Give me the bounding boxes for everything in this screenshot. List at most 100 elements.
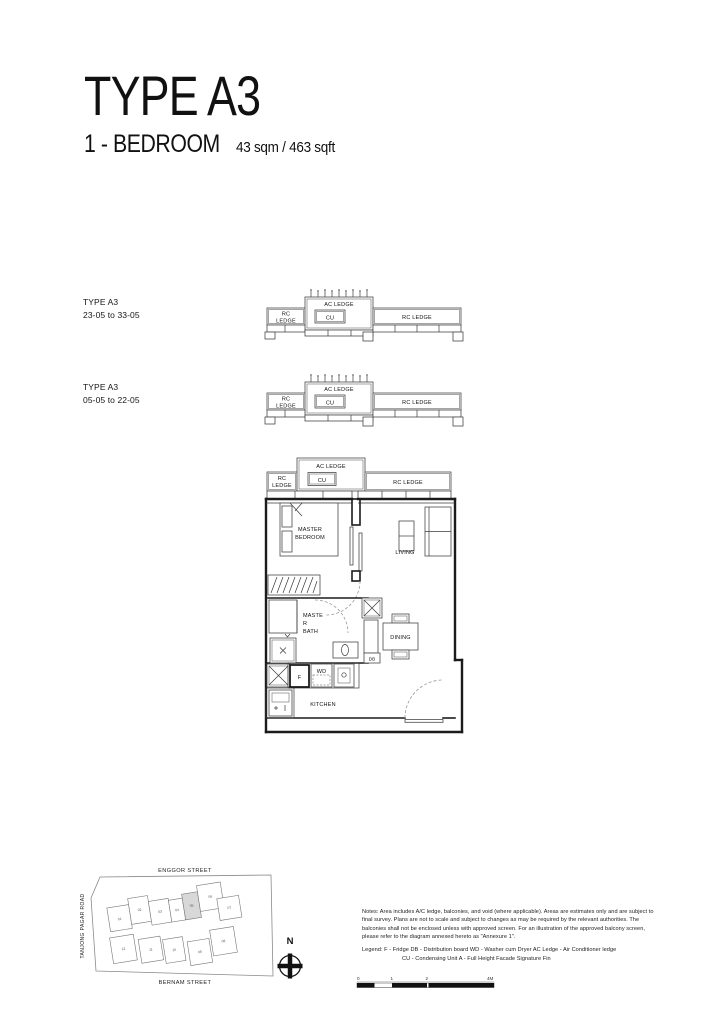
stack-unit (137, 935, 164, 964)
wd-label: WD (317, 669, 327, 675)
entry-door-leaf (404, 719, 444, 723)
pillow (281, 505, 293, 528)
section-diagram-2: RC LEDGE AC LEDGE CU RC LEDGE (264, 374, 464, 427)
scale-tick-1: 1 (391, 976, 394, 981)
toilet (332, 641, 359, 659)
stack-unit (216, 894, 243, 921)
fridge (289, 664, 310, 688)
section-diagram-1: RC LEDGE AC LEDGE CU RC LEDGE (264, 289, 464, 342)
section1-roof-ticks (310, 289, 368, 297)
master-bedroom-label-l2: BEDROOM (295, 535, 325, 541)
stack-number: 07 (227, 906, 231, 911)
street-bernam: BERNAM STREET (159, 980, 212, 986)
section-2-range: 05-05 to 22-05 (83, 395, 140, 405)
plan-ledges: RC LEDGE AC LEDGE CU RC LEDGE (266, 457, 452, 500)
living-label: LIVING (395, 550, 414, 556)
appliance-row: F WD (287, 662, 360, 689)
fridge-label: F (298, 675, 302, 681)
stack-number: 04 (175, 908, 179, 913)
street-enggor: ENGGOR STREET (158, 868, 212, 874)
plan-rc-ledge-right-label: RC LEDGE (393, 480, 423, 486)
section1-rc-ledge-left-l1: RC (282, 312, 290, 318)
plan-ac-ledge-label: AC LEDGE (316, 464, 346, 470)
legend-line-1: Legend: F - Fridge DB - Distribution boa… (362, 947, 617, 953)
plan-rc-ledge-left-l1: RC (278, 476, 286, 482)
section2-boxes: RC LEDGE AC LEDGE CU RC LEDGE (266, 381, 462, 416)
bedroom-partition (325, 498, 363, 616)
section-1-range: 23-05 to 33-05 (83, 310, 140, 320)
section1-base-band (264, 324, 464, 342)
master-bath-label-l2: R (303, 621, 307, 627)
kitchen-sink (268, 689, 293, 717)
appliance (333, 663, 355, 688)
stack-number: 02 (137, 908, 141, 913)
plan-cu-label: CU (318, 478, 326, 484)
dining-chair (391, 649, 410, 660)
section2-ac-ledge-label: AC LEDGE (324, 387, 354, 393)
street-tanjong-pagar: TANJONG PAGAR ROAD (80, 893, 86, 958)
legend-block: Legend: F - Fridge DB - Distribution boa… (362, 946, 652, 963)
stack-number: 10 (172, 948, 176, 953)
vanity (268, 599, 298, 634)
section1-rc-ledge-right-label: RC LEDGE (402, 315, 432, 321)
db-label: DB (369, 657, 376, 662)
wall-chase (363, 619, 379, 654)
bath-door-swing-arc (314, 599, 349, 634)
section1-ac-ledge-label: AC LEDGE (324, 302, 354, 308)
stack-number: 06 (208, 894, 212, 899)
scale-bar: 0 1 2 4M (356, 976, 495, 988)
kitchen-label: KITCHEN (310, 702, 336, 708)
scale-tick-4m: 4M (487, 976, 494, 981)
stack-number: 08 (221, 939, 225, 944)
section1-cu-label: CU (326, 316, 334, 322)
service-shafts: DB (266, 597, 383, 688)
site-map: ENGGOR STREET BERNAM STREET TANJONG PAGA… (80, 868, 274, 986)
scale-tick-0: 0 (357, 976, 360, 981)
floor-plan: RC LEDGE AC LEDGE CU RC LEDGE (264, 457, 464, 734)
bedroom-door-swing-arc (325, 580, 361, 616)
sliding-door-panel (349, 526, 354, 566)
entry-door-swing-arc (404, 679, 444, 719)
section2-roof-ticks (310, 374, 368, 382)
stack-number: 09 (198, 950, 202, 955)
master-bath-label-l3: BATH (303, 629, 318, 635)
subtitle-block: 1 - BEDROOM 43 sqm / 463 sqft (84, 130, 346, 159)
washer-dryer (310, 663, 333, 688)
stack-number: 03 (158, 909, 162, 914)
stack-number: 12 (121, 947, 125, 952)
sliding-door-panel (358, 532, 363, 572)
stack-unit (209, 926, 238, 957)
section2-cu-label: CU (326, 401, 334, 407)
north-compass: N (277, 936, 303, 979)
db-box (363, 652, 381, 664)
site-boundary (90, 874, 274, 977)
section2-rc-ledge-right-label: RC LEDGE (402, 400, 432, 406)
stack-number: 01 (118, 917, 122, 922)
master-bath-label-l1: MASTE (303, 613, 323, 619)
dining-chair (391, 613, 410, 624)
title-block: TYPE A3 (84, 68, 304, 124)
pillow (281, 530, 293, 553)
building-blocks: 01 02 03 04 05 06 07 12 11 10 09 08 (106, 881, 243, 966)
section1-boxes: RC LEDGE AC LEDGE CU RC LEDGE (266, 296, 462, 331)
section-2-label: TYPE A3 05-05 to 22-05 (83, 381, 140, 407)
unit-area-label: 43 sqm / 463 sqft (235, 139, 335, 156)
dining-area: DINING (382, 613, 419, 660)
section1-rc-ledge-left-l2: LEDGE (276, 319, 296, 325)
master-bedroom-label-l1: MASTER (298, 527, 322, 533)
section2-rc-ledge-left-l1: RC (282, 397, 290, 403)
plan-rc-ledge-left-l2: LEDGE (272, 483, 292, 489)
dining-label: DINING (390, 635, 410, 641)
notes-paragraph: Notes: Area includes A/C ledge, balconie… (362, 909, 654, 941)
kitchen: KITCHEN (265, 687, 336, 719)
master-bath: MASTE R BATH (265, 597, 369, 664)
living-room: LIVING (395, 506, 452, 557)
section-1-label: TYPE A3 23-05 to 33-05 (83, 296, 140, 322)
north-label: N (287, 936, 294, 947)
stack-number: 11 (149, 947, 153, 952)
page-title: TYPE A3 (84, 64, 261, 127)
section-1-type: TYPE A3 (83, 297, 119, 307)
stack-unit (162, 936, 187, 964)
vanity-tap (284, 633, 291, 638)
bedroom-type-label: 1 - BEDROOM (84, 130, 220, 158)
